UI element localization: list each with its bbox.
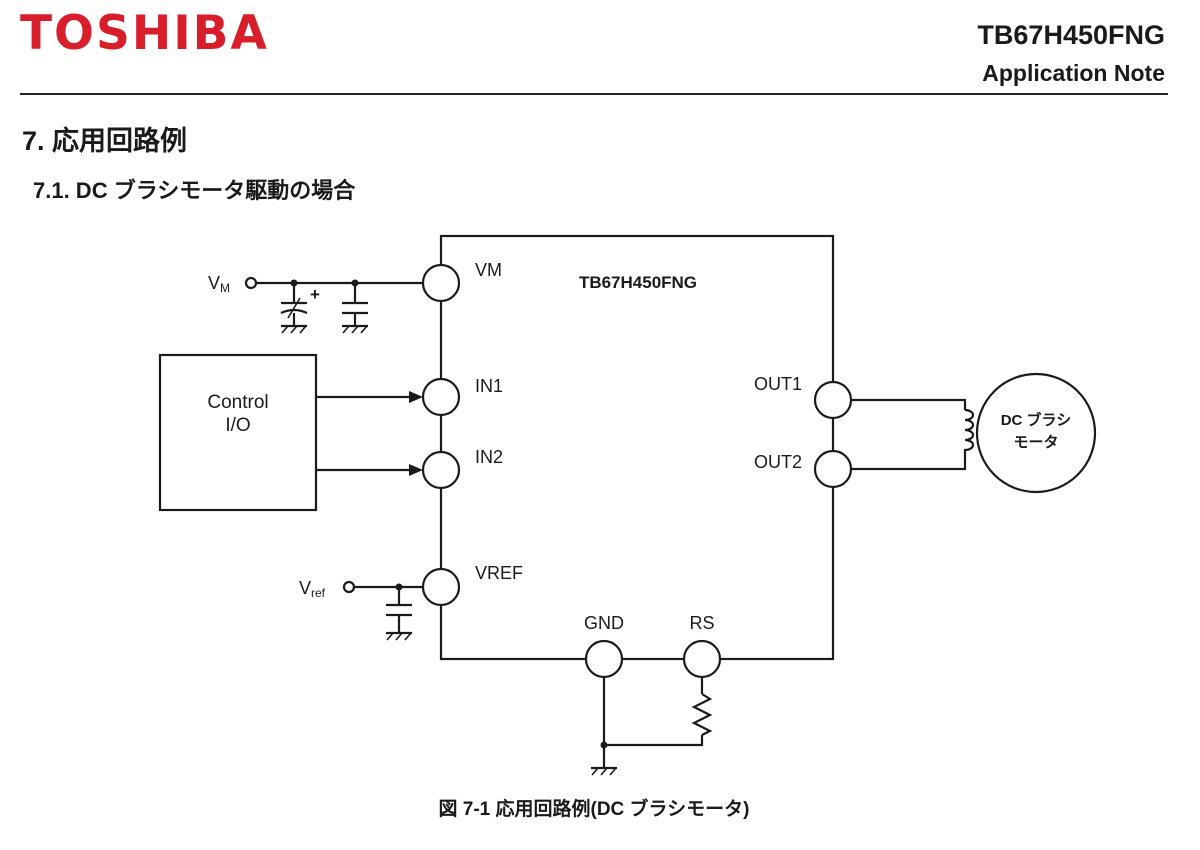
pin-gnd [584, 639, 624, 679]
pin-label-vref: VREF [475, 563, 523, 583]
vref-terminal [342, 580, 356, 594]
ceramic-capacitor [342, 283, 368, 334]
electrolytic-capacitor [280, 283, 308, 334]
motor-label-line1: DC ブラシ [1001, 411, 1072, 429]
control-io-label-line2: I/O [225, 415, 250, 436]
vm-supply-network: + [244, 276, 423, 334]
in2-signal-arrow [316, 464, 423, 476]
in1-signal-arrow [316, 391, 423, 403]
pin-out1 [813, 380, 853, 420]
vref-supply-label: Vref [299, 578, 326, 600]
dc-brush-motor [975, 372, 1097, 494]
toshiba-logo: TOSHIBA [20, 6, 269, 61]
figure-caption: 図 7-1 応用回路例(DC ブラシモータ) [438, 797, 749, 820]
pin-vm [421, 263, 461, 303]
pin-label-out2: OUT2 [754, 452, 802, 472]
motor-winding-coil [963, 408, 975, 459]
document-part-number: TB67H450FNG [977, 20, 1165, 50]
capacitor-polarity: + [310, 285, 320, 304]
pin-label-rs: RS [689, 613, 714, 633]
pin-rs [682, 639, 722, 679]
control-io-label-line1: Control [207, 392, 268, 413]
pin-vref [421, 567, 461, 607]
header-divider [20, 93, 1168, 95]
pin-out2 [813, 449, 853, 489]
pin-in2 [421, 450, 461, 490]
gnd-rs-network [591, 677, 713, 776]
section-heading: 7. 応用回路例 [22, 126, 188, 156]
ic-name: TB67H450FNG [579, 273, 697, 292]
vm-supply-label: VM [208, 273, 230, 295]
pin-label-in1: IN1 [475, 376, 503, 396]
ic-body [439, 234, 835, 661]
document-type: Application Note [982, 60, 1165, 86]
motor-label-line2: モータ [1013, 434, 1058, 451]
pin-in1 [421, 377, 461, 417]
subsection-heading: 7.1. DC ブラシモータ駆動の場合 [33, 178, 356, 203]
pin-label-out1: OUT1 [754, 374, 802, 394]
vref-network [342, 580, 423, 641]
pin-label-gnd: GND [584, 613, 624, 633]
sense-resistor [691, 693, 713, 736]
vm-terminal [244, 276, 258, 290]
control-io-block [158, 353, 318, 512]
pin-label-vm: VM [475, 260, 502, 280]
motor-connection [852, 398, 975, 471]
pin-label-in2: IN2 [475, 447, 503, 467]
